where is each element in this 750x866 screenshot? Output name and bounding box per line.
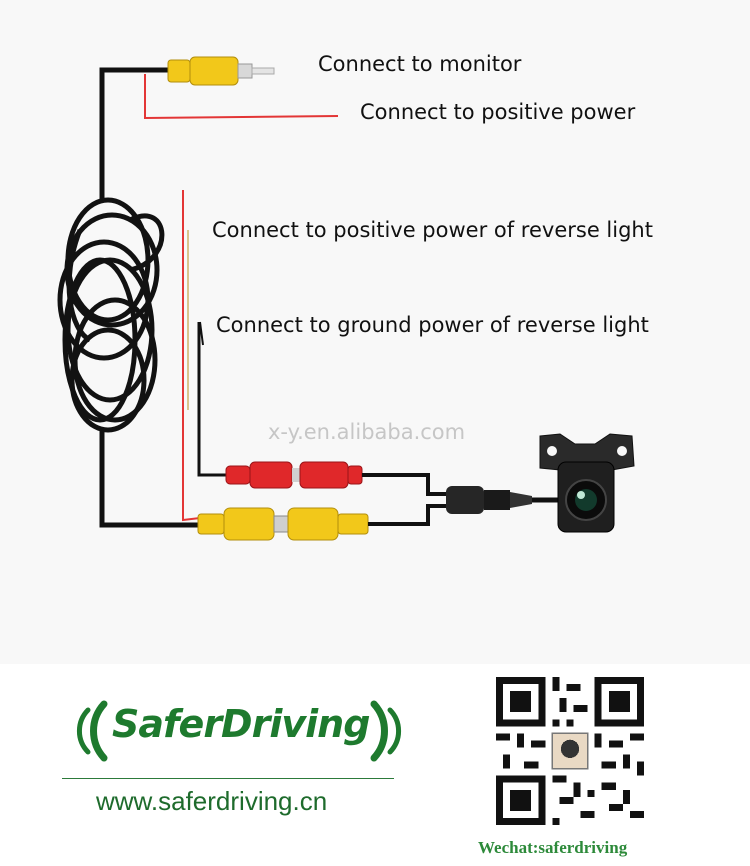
website-link[interactable]: www.saferdriving.cn: [96, 786, 328, 816]
cable-top: [99, 67, 170, 200]
coiled-cable: [57, 197, 165, 433]
label-connect-reverse-ground: Connect to ground power of reverse light: [216, 313, 649, 337]
label-connect-monitor: Connect to monitor: [318, 52, 522, 76]
label-connect-positive-power: Connect to positive power: [360, 100, 636, 124]
qr-code-icon: [496, 677, 644, 825]
ground-wire-tip: [199, 321, 204, 346]
monitor-rca-connector: [167, 56, 275, 86]
reverse-positive-wire: [182, 190, 201, 522]
wiring-diagram: Connect to monitor Connect to positive p…: [57, 52, 653, 541]
red-power-wire: [144, 74, 339, 120]
camera-plug: [446, 486, 560, 514]
dc-power-connector: [225, 461, 363, 489]
brand-name: SaferDriving: [112, 702, 370, 746]
camera-video-wire: [368, 504, 446, 526]
wiring-diagram-graphic: [57, 56, 635, 541]
wechat-id: Wechat:saferdriving: [478, 838, 628, 857]
cable-bottom: [99, 430, 200, 528]
watermark-text: x-y.en.alibaba.com: [268, 420, 466, 444]
wireless-signal-icon: [76, 700, 402, 762]
backup-camera: [539, 433, 635, 533]
camera-power-wire: [362, 473, 446, 496]
label-connect-reverse-positive: Connect to positive power of reverse lig…: [212, 218, 653, 242]
video-rca-connector: [197, 507, 369, 541]
reverse-ground-wire: [197, 322, 228, 477]
brand-divider: [62, 778, 394, 779]
